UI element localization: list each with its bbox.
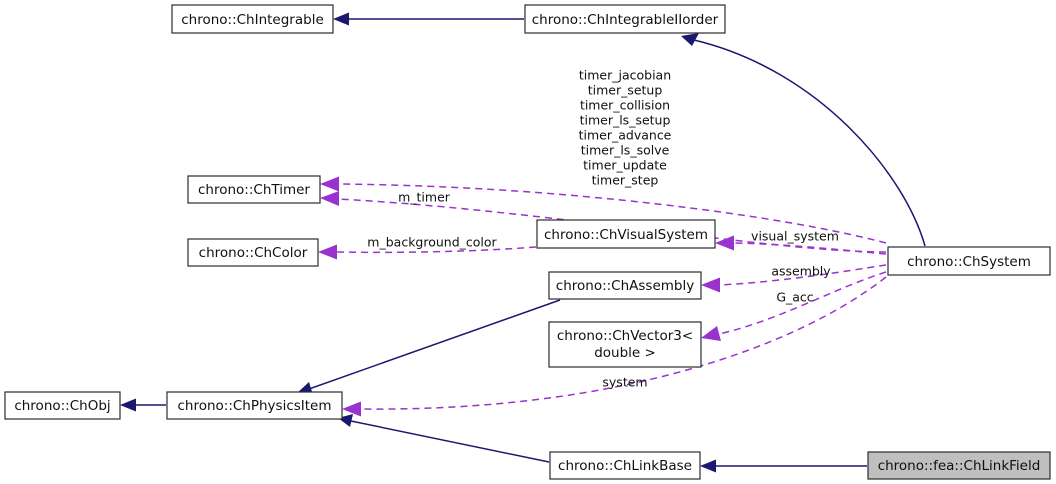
node-chintegrableiiorder[interactable]: chrono::ChIntegrableIIorder bbox=[524, 4, 726, 34]
edge-chvisualsystem-uses-chcolor bbox=[318, 244, 537, 260]
node-chsystem[interactable]: chrono::ChSystem bbox=[887, 246, 1051, 276]
edge-chsystem-uses-chvector3 bbox=[701, 271, 887, 341]
node-chlinkbase-label: chrono::ChLinkBase bbox=[558, 458, 692, 474]
edge-chlinkbase-to-chphysicsitem bbox=[338, 414, 550, 463]
usage-edges bbox=[318, 176, 887, 417]
node-chsystem-label: chrono::ChSystem bbox=[907, 254, 1031, 270]
node-chlinkfield[interactable]: chrono::fea::ChLinkField bbox=[867, 451, 1051, 480]
node-chvector3-label-line2: double > bbox=[594, 345, 656, 361]
edge-label-system: system bbox=[602, 375, 647, 390]
node-chvector3-label-line1: chrono::ChVector3< bbox=[557, 328, 693, 344]
node-chobj-label: chrono::ChObj bbox=[14, 398, 110, 414]
timer-setup-label: timer_setup bbox=[588, 83, 663, 98]
node-chlinkbase[interactable]: chrono::ChLinkBase bbox=[549, 451, 701, 480]
edge-label-timers: timer_jacobian timer_setup timer_collisi… bbox=[579, 68, 672, 188]
timer-collision-label: timer_collision bbox=[580, 98, 670, 113]
node-chobj[interactable]: chrono::ChObj bbox=[4, 391, 121, 420]
timer-jacobian-label: timer_jacobian bbox=[579, 68, 671, 83]
edge-label-visual-system: visual_system bbox=[751, 229, 839, 244]
node-chvector3[interactable]: chrono::ChVector3< double > bbox=[548, 321, 702, 368]
edge-label-g-acc: G_acc bbox=[776, 290, 813, 305]
edge-label-m-background-color: m_background_color bbox=[367, 235, 497, 250]
edge-labels: timer_jacobian timer_setup timer_collisi… bbox=[367, 68, 839, 390]
node-chtimer[interactable]: chrono::ChTimer bbox=[187, 175, 321, 204]
node-chcolor-label: chrono::ChColor bbox=[199, 245, 308, 261]
timer-ls-solve-label: timer_ls_solve bbox=[581, 143, 670, 158]
edge-label-assembly: assembly bbox=[771, 264, 831, 279]
timer-ls-setup-label: timer_ls_setup bbox=[580, 113, 671, 128]
node-chintegrableiiorder-label: chrono::ChIntegrableIIorder bbox=[532, 12, 719, 28]
node-chintegrable-label: chrono::ChIntegrable bbox=[181, 12, 324, 28]
node-chlinkfield-label: chrono::fea::ChLinkField bbox=[878, 458, 1041, 474]
node-chcolor[interactable]: chrono::ChColor bbox=[187, 238, 319, 267]
edge-chlinkfield-to-chlinkbase bbox=[700, 459, 867, 473]
node-chassembly-label: chrono::ChAssembly bbox=[556, 278, 694, 294]
node-chtimer-label: chrono::ChTimer bbox=[198, 182, 310, 198]
inheritance-edges bbox=[120, 12, 926, 473]
node-chassembly[interactable]: chrono::ChAssembly bbox=[548, 271, 702, 300]
edge-chsystem-to-chintegrableiiorder bbox=[681, 33, 926, 247]
edge-chphysicsitem-to-chobj bbox=[120, 398, 166, 412]
timer-update-label: timer_update bbox=[583, 158, 667, 173]
edge-chsystem-uses-chtimer-timers bbox=[320, 176, 887, 244]
edge-chsystem-uses-chphysicsitem bbox=[342, 276, 887, 417]
node-chvisualsystem-label: chrono::ChVisualSystem bbox=[544, 227, 708, 243]
edge-chsystem-uses-chassembly bbox=[701, 264, 887, 293]
node-chphysicsitem[interactable]: chrono::ChPhysicsItem bbox=[166, 391, 343, 420]
edge-chintegrableiiorder-to-chintegrable bbox=[333, 12, 524, 26]
edge-chsystem-uses-chvisualsystem bbox=[715, 235, 887, 255]
node-chvisualsystem[interactable]: chrono::ChVisualSystem bbox=[536, 219, 716, 249]
node-chintegrable[interactable]: chrono::ChIntegrable bbox=[171, 4, 334, 34]
node-chphysicsitem-label: chrono::ChPhysicsItem bbox=[177, 398, 331, 414]
edge-label-m-timer: m_timer bbox=[398, 190, 451, 205]
timer-step-label: timer_step bbox=[592, 173, 659, 188]
class-nodes: chrono::ChIntegrable chrono::ChIntegrabl… bbox=[4, 4, 1051, 480]
edge-chassembly-to-chphysicsitem bbox=[296, 299, 561, 395]
timer-advance-label: timer_advance bbox=[579, 128, 672, 143]
